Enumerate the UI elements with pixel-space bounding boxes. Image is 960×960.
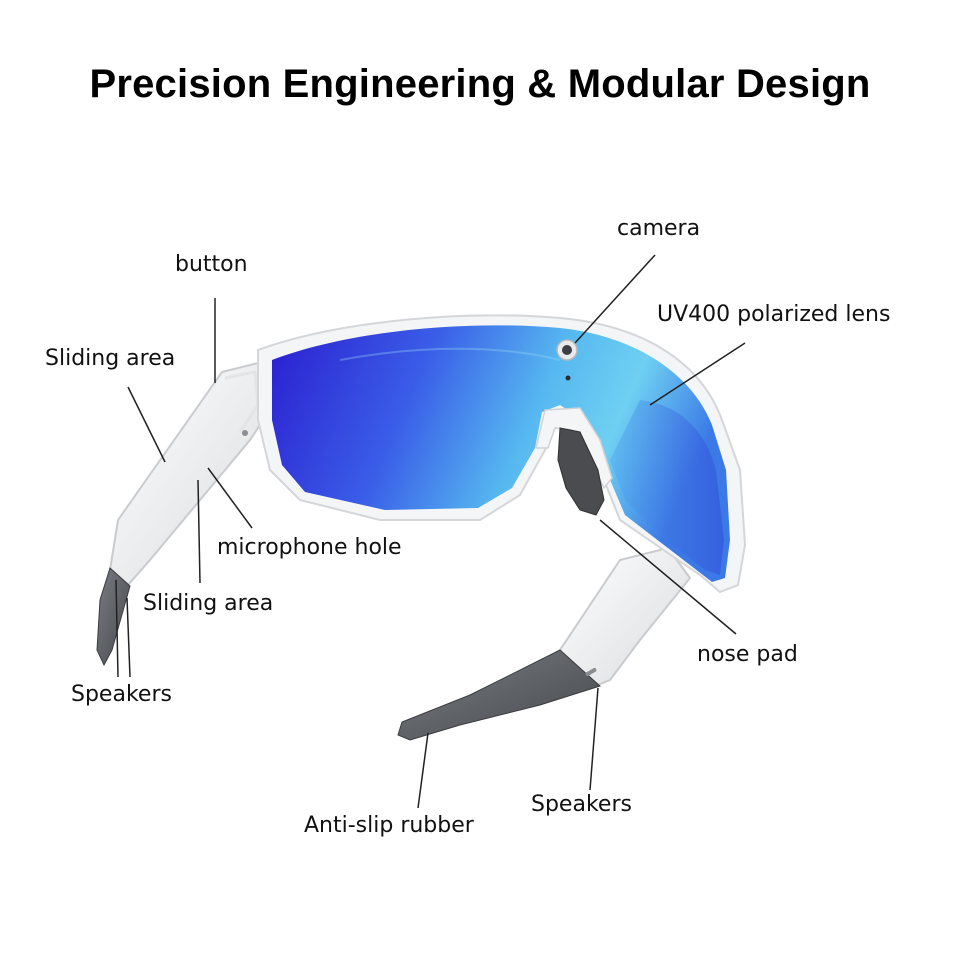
label-sliding-area-top: Sliding area xyxy=(45,346,176,371)
left-temple-arm xyxy=(96,360,272,667)
leader-lines xyxy=(115,254,746,809)
page-title: Precision Engineering & Modular Design xyxy=(89,62,871,106)
label-nose-pad: nose pad xyxy=(697,642,798,667)
right-anti-slip-rubber xyxy=(397,649,601,741)
right-temple-arm xyxy=(397,546,692,741)
label-camera: camera xyxy=(617,216,701,241)
label-speakers-right: Speakers xyxy=(531,792,632,817)
label-button: button xyxy=(175,252,248,277)
label-uv400-polarized-lens: UV400 polarized lens xyxy=(657,302,891,327)
left-anti-slip-rubber xyxy=(96,567,131,667)
camera-icon xyxy=(556,339,578,381)
nose-pad xyxy=(557,427,605,516)
lens-shield xyxy=(257,314,747,594)
label-speakers-left: Speakers xyxy=(71,682,172,707)
label-microphone-hole: microphone hole xyxy=(217,535,402,560)
microphone-hole-dot xyxy=(242,430,248,436)
label-sliding-area-bottom: Sliding area xyxy=(143,591,274,616)
label-anti-slip-rubber: Anti-slip rubber xyxy=(304,813,474,838)
